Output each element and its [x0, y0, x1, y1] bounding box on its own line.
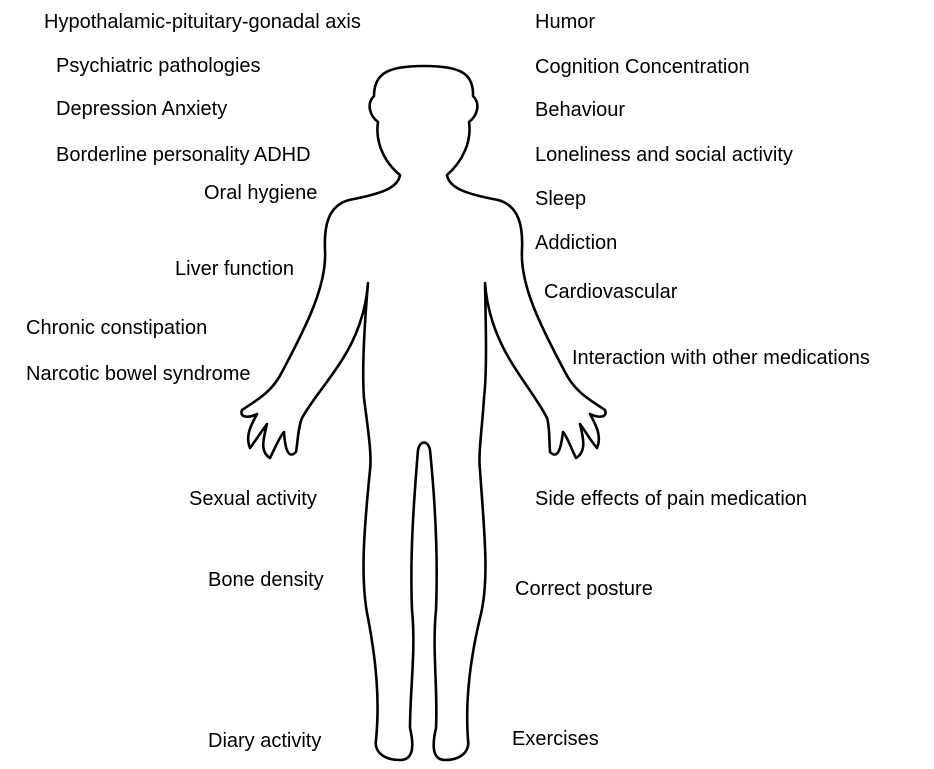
label-borderline-adhd: Borderline personality ADHD: [56, 143, 311, 167]
label-addiction: Addiction: [535, 231, 617, 255]
label-exercises: Exercises: [512, 727, 599, 751]
label-chronic-constipation: Chronic constipation: [26, 316, 207, 340]
label-side-effects: Side effects of pain medication: [535, 487, 807, 511]
label-sexual-activity: Sexual activity: [189, 487, 317, 511]
label-correct-posture: Correct posture: [515, 577, 653, 601]
label-interaction-medications: Interaction with other medications: [572, 346, 870, 370]
body-silhouette: [241, 66, 605, 760]
label-humor: Humor: [535, 10, 595, 34]
label-bone-density: Bone density: [208, 568, 324, 592]
label-cognition-concentration: Cognition Concentration: [535, 55, 750, 79]
label-behaviour: Behaviour: [535, 98, 625, 122]
label-diary-activity: Diary activity: [208, 729, 321, 753]
label-narcotic-bowel: Narcotic bowel syndrome: [26, 362, 251, 386]
label-sleep: Sleep: [535, 187, 586, 211]
label-loneliness-social: Loneliness and social activity: [535, 143, 793, 167]
label-depression-anxiety: Depression Anxiety: [56, 97, 227, 121]
label-liver-function: Liver function: [175, 257, 294, 281]
label-psychiatric-pathologies: Psychiatric pathologies: [56, 54, 261, 78]
label-oral-hygiene: Oral hygiene: [204, 181, 317, 205]
label-hpg-axis: Hypothalamic-pituitary-gonadal axis: [44, 10, 361, 34]
label-cardiovascular: Cardiovascular: [544, 280, 677, 304]
